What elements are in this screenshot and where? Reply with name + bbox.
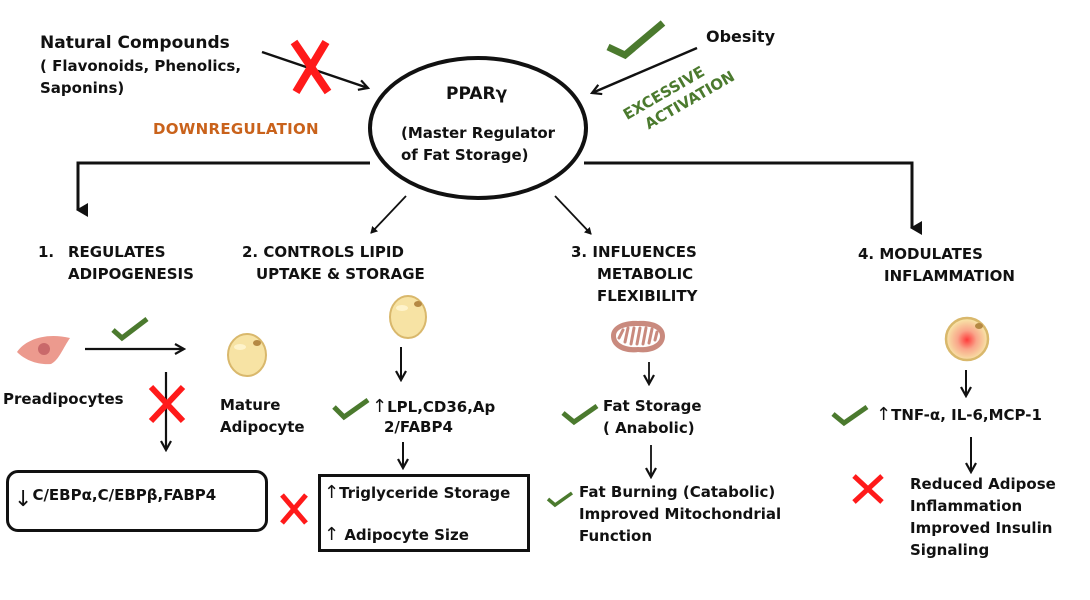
lipid-genes-line-1: ↑LPL,CD36,Ap: [372, 396, 495, 418]
ppar-subtitle-2: of Fat Storage): [401, 146, 529, 164]
branch-2-title-2: UPTAKE & STORAGE: [256, 265, 425, 283]
up-arrow-icon: ↑: [372, 396, 388, 417]
cytokines: ↑TNF-α, IL-6,MCP-1: [876, 404, 1042, 426]
adipocyte-icon: [389, 295, 427, 339]
up-arrow-icon: ↑: [324, 524, 340, 545]
fat-burning-2: Improved Mitochondrial: [579, 505, 782, 523]
branch-1-title-1: REGULATES: [68, 243, 166, 261]
red-cross-icon: [290, 39, 332, 95]
red-cross-icon: [280, 493, 308, 525]
red-cross-icon: [852, 474, 884, 504]
branch-1-number: 1.: [38, 243, 55, 261]
adipocyte-size-text: Adipocyte Size: [344, 526, 469, 544]
branch-3-title-3: FLEXIBILITY: [597, 287, 698, 305]
fat-storage-1: Fat Storage: [603, 397, 702, 415]
branch-1-connector: [76, 161, 370, 217]
adipogenesis-genes-text: C/EBPα,C/EBPβ,FABP4: [32, 486, 217, 504]
branch-3-connector: [554, 195, 592, 235]
fat-burning-1: Fat Burning (Catabolic): [579, 483, 776, 501]
branch-3-title-2: METABOLIC: [597, 265, 694, 283]
natural-compounds-subtitle-1: ( Flavonoids, Phenolics,: [40, 57, 242, 75]
fat-burning-3: Function: [579, 527, 653, 545]
branch-2-connector: [370, 195, 407, 234]
cytokines-text: TNF-α, IL-6,MCP-1: [891, 406, 1042, 424]
preadipocytes-label: Preadipocytes: [3, 390, 124, 408]
branch-4-title-2: INFLAMMATION: [884, 267, 1015, 285]
lipid-storage-box: [318, 474, 530, 552]
lipid-genes-text-1: LPL,CD36,Ap: [387, 398, 496, 416]
adipocyte-size: ↑ Adipocyte Size: [324, 524, 469, 546]
outcome-line-1: Reduced Adipose: [910, 475, 1056, 493]
red-cross-icon: [148, 384, 186, 424]
up-arrow-icon: ↑: [324, 482, 340, 503]
green-check-icon: [561, 403, 599, 426]
green-check-icon: [332, 397, 370, 421]
green-check-icon: [831, 404, 869, 427]
branch-3-title-1: 3. INFLUENCES: [571, 243, 697, 261]
inflamed-adipocyte-icon: [944, 316, 990, 362]
green-check-icon: [606, 20, 666, 60]
green-check-icon: [546, 491, 574, 508]
natural-compounds-subtitle-2: Saponins): [40, 79, 125, 97]
natural-compounds-title: Natural Compounds: [40, 33, 230, 53]
branch-2-title-1: 2. CONTROLS LIPID: [242, 243, 404, 261]
outcome-line-3: Improved Insulin: [910, 519, 1053, 537]
mature-adipocyte-icon: [227, 333, 267, 377]
outcome-line-2: Inflammation: [910, 497, 1023, 515]
ppar-title: PPARγ: [446, 84, 508, 104]
preadipocyte-icon: [17, 335, 70, 365]
mitochondria-icon: [611, 320, 665, 353]
adipogenesis-genes: ↓C/EBPα,C/EBPβ,FABP4: [14, 486, 216, 513]
triglyceride-text: Triglyceride Storage: [339, 484, 511, 502]
up-arrow-icon: ↑: [876, 404, 892, 425]
obesity-to-ppar-arrow: [592, 46, 698, 93]
mature-label-1: Mature: [220, 396, 281, 414]
downregulation-label: DOWNREGULATION: [153, 120, 319, 138]
ppar-ellipse: [368, 56, 588, 200]
adipogenesis-genes-box: [6, 470, 268, 532]
branch-4-connector: [584, 161, 922, 235]
outcome-line-4: Signaling: [910, 541, 990, 559]
branch-4-title-1: 4. MODULATES: [858, 245, 983, 263]
branch-1-title-2: ADIPOGENESIS: [68, 265, 194, 283]
green-check-icon: [111, 317, 149, 342]
ppar-subtitle-1: (Master Regulator: [401, 124, 556, 142]
obesity-title: Obesity: [706, 27, 775, 46]
mature-label-2: Adipocyte: [220, 418, 305, 436]
fat-storage-2: ( Anabolic): [603, 419, 695, 437]
down-arrow-icon: ↓: [14, 487, 33, 512]
triglyceride-storage: ↑Triglyceride Storage: [324, 482, 510, 504]
lipid-genes-line-2: 2/FABP4: [384, 418, 453, 436]
